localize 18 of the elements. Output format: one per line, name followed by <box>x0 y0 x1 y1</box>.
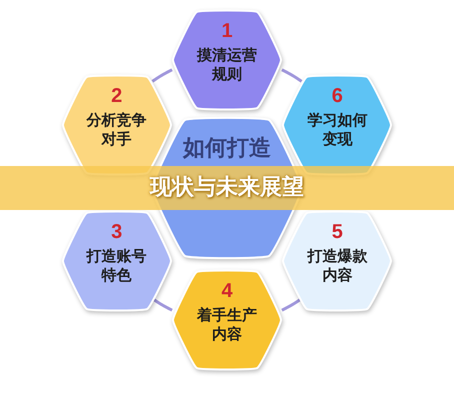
step-number: 2 <box>110 85 124 107</box>
step-number: 1 <box>220 20 234 42</box>
step-number: 4 <box>220 280 234 302</box>
connector-line <box>280 297 303 312</box>
step-label: 学习如何变现 <box>306 111 368 149</box>
connector-line <box>151 297 174 312</box>
center-label: 如何打造 <box>182 136 272 162</box>
step-label: 分析竞争对手 <box>85 111 148 149</box>
connector-line <box>151 68 174 83</box>
step-label: 打造爆款内容 <box>306 247 368 285</box>
step-label: 摸清运营规则 <box>196 46 258 84</box>
step-number: 6 <box>330 85 344 107</box>
step-label: 打造账号特色 <box>85 247 148 285</box>
step-label: 着手生产内容 <box>196 306 258 344</box>
step-number: 3 <box>110 221 124 243</box>
connector-line <box>280 68 303 83</box>
title-banner: 现状与未来展望 <box>0 166 454 210</box>
step-number: 5 <box>330 221 344 243</box>
